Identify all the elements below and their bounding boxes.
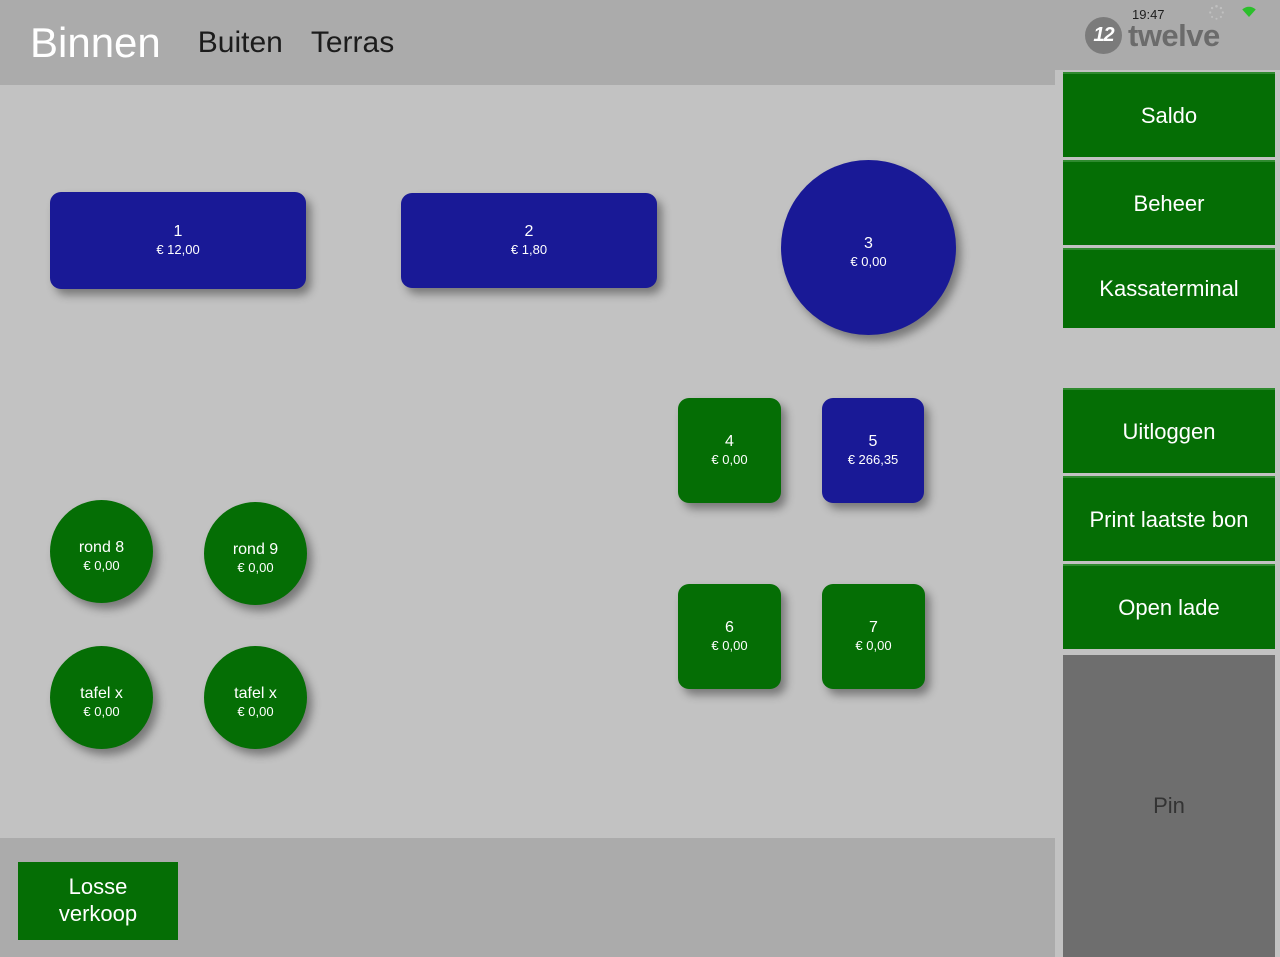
table-amount: € 0,00: [711, 638, 748, 654]
sidebar: 19:47 12 twelve: [1055, 0, 1280, 957]
sidebar-header: 19:47 12 twelve: [1055, 0, 1280, 70]
tab-terras[interactable]: Terras: [310, 25, 395, 59]
table-name: tafel x: [80, 685, 123, 703]
table-name: rond 8: [78, 539, 125, 557]
table-amount: € 0,00: [237, 560, 274, 576]
table-5[interactable]: 5€ 266,35: [822, 398, 924, 503]
table-name: 6: [725, 619, 734, 637]
table-name: 3: [864, 235, 873, 253]
sidebar-button-label: Open lade: [1118, 594, 1220, 620]
table-rond-9[interactable]: rond 9€ 0,00: [204, 502, 307, 605]
sidebar-button-uitloggen[interactable]: Uitloggen: [1063, 388, 1275, 473]
table-amount: € 266,35: [847, 452, 899, 468]
table-amount: € 1,80: [510, 242, 548, 258]
wifi-icon: [1240, 4, 1258, 18]
table-3[interactable]: 3€ 0,00: [781, 160, 956, 335]
table-name: 4: [725, 433, 734, 451]
table-name: 5: [868, 433, 878, 451]
table-amount: € 12,00: [156, 242, 200, 258]
sidebar-button-beheer[interactable]: Beheer: [1063, 160, 1275, 245]
table-name: rond 9: [232, 541, 279, 559]
sidebar-button-print-laatste-bon[interactable]: Print laatste bon: [1063, 476, 1275, 561]
table-tafel-x-1[interactable]: tafel x€ 0,00: [50, 646, 153, 749]
table-tafel-x-2[interactable]: tafel x€ 0,00: [204, 646, 307, 749]
sync-spinner-icon: [1208, 4, 1225, 21]
losse-verkoop-label-line2: verkoop: [58, 901, 138, 926]
losse-verkoop-label-line1: Losse: [68, 874, 128, 900]
table-name: 7: [869, 619, 878, 637]
tab-binnen[interactable]: Binnen: [30, 18, 161, 66]
brand-name: twelve: [1128, 17, 1220, 53]
status-time: 19:47: [1132, 7, 1165, 22]
area-tab-bar: Binnen Buiten Terras: [0, 0, 1055, 85]
sidebar-button-label: Kassaterminal: [1099, 276, 1239, 301]
table-amount: € 0,00: [83, 558, 120, 574]
table-amount: € 0,00: [237, 704, 274, 720]
table-amount: € 0,00: [711, 452, 748, 468]
pin-panel[interactable]: Pin: [1063, 655, 1275, 957]
sidebar-button-saldo[interactable]: Saldo: [1063, 72, 1275, 157]
table-name: tafel x: [234, 685, 277, 703]
twelve-logo-icon: 12: [1085, 17, 1122, 54]
table-7[interactable]: 7€ 0,00: [822, 584, 925, 689]
table-1[interactable]: 1€ 12,00: [50, 192, 306, 289]
tab-buiten[interactable]: Buiten: [197, 25, 283, 59]
table-rond-8[interactable]: rond 8€ 0,00: [50, 500, 153, 603]
table-name: 2: [524, 223, 534, 241]
sidebar-button-open-lade[interactable]: Open lade: [1063, 564, 1275, 649]
sidebar-button-kassaterminal[interactable]: Kassaterminal: [1063, 248, 1275, 328]
pin-panel-label: Pin: [1153, 793, 1185, 818]
table-amount: € 0,00: [850, 254, 887, 270]
table-amount: € 0,00: [855, 638, 892, 654]
losse-verkoop-button[interactable]: Losse verkoop: [18, 862, 178, 940]
table-2[interactable]: 2€ 1,80: [401, 193, 657, 288]
table-4[interactable]: 4€ 0,00: [678, 398, 781, 503]
sidebar-button-label: Uitloggen: [1122, 418, 1216, 444]
table-name: 1: [173, 223, 183, 241]
sidebar-button-label: Print laatste bon: [1089, 506, 1249, 532]
brand-logo: 12 twelve: [1085, 17, 1220, 54]
table-amount: € 0,00: [83, 704, 120, 720]
table-6[interactable]: 6€ 0,00: [678, 584, 781, 689]
sidebar-button-label: Beheer: [1133, 190, 1205, 216]
sidebar-button-label: Saldo: [1140, 102, 1198, 128]
